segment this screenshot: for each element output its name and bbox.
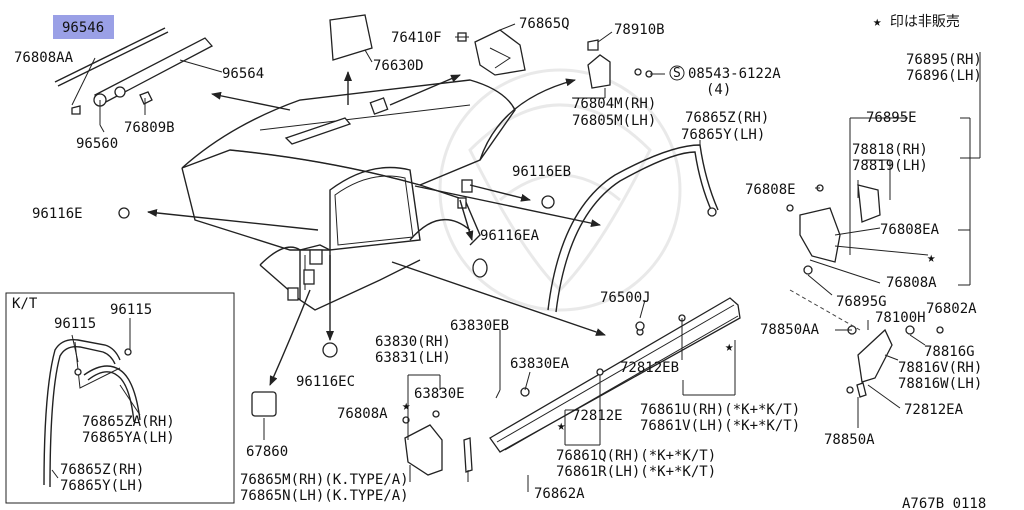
label-96564[interactable]: 96564: [222, 66, 264, 82]
label-76808A-left[interactable]: 76808A: [337, 406, 388, 422]
label-08543-6122A[interactable]: 08543-6122A: [688, 66, 781, 82]
part-96116E-shape: [118, 207, 130, 219]
label-96116EB[interactable]: 96116EB: [512, 164, 571, 180]
label-76861V[interactable]: 76861V(LH)(*K+*K/T): [640, 418, 800, 434]
wiper-assembly: [54, 27, 214, 125]
part-76865Z-arch: [547, 144, 719, 311]
label-63831[interactable]: 63831(LH): [375, 350, 451, 366]
label-96546[interactable]: 96546: [62, 20, 104, 36]
circled-s-icon: [669, 65, 685, 81]
part-96116EC-shape: [322, 342, 338, 358]
label-76865Y-lh-top[interactable]: 76865Y(LH): [681, 127, 765, 143]
label-76865M[interactable]: 76865M(RH)(K.TYPE/A): [240, 472, 409, 488]
label-76865N[interactable]: 76865N(LH)(K.TYPE/A): [240, 488, 409, 504]
label-76808E[interactable]: 76808E: [745, 182, 796, 198]
part-96116EB-shape: [541, 195, 555, 209]
label-78816W[interactable]: 78816W(LH): [898, 376, 982, 392]
label-72812EA[interactable]: 72812EA: [904, 402, 964, 418]
label-78910B[interactable]: 78910B: [614, 22, 665, 38]
part-78816-bracket: [857, 328, 893, 383]
label-78100H[interactable]: 78100H: [875, 310, 926, 326]
label-76805M[interactable]: 76805M(LH): [572, 113, 656, 129]
star-icon-mudguard: ★: [402, 398, 411, 414]
label-76862A[interactable]: 76862A: [534, 486, 585, 502]
label-76802A[interactable]: 76802A: [926, 301, 977, 317]
drawing-code: A767B 0118: [902, 496, 986, 510]
label-76808EA[interactable]: 76808EA: [880, 222, 940, 238]
part-76804M-shape: [587, 54, 611, 89]
kt-inset: [5, 292, 235, 504]
label-63830E[interactable]: 63830E: [414, 386, 465, 402]
label-76895[interactable]: 76895(RH): [906, 52, 982, 68]
watermark-emblem: [438, 68, 682, 312]
part-67860-shape: [251, 391, 277, 417]
label-76865Q[interactable]: 76865Q: [519, 16, 570, 32]
label-72812E[interactable]: 72812E: [572, 408, 623, 424]
label-76895E[interactable]: 76895E: [866, 110, 917, 126]
label-76865ZA[interactable]: 76865ZA(RH): [82, 414, 175, 430]
label-96116EA[interactable]: 96116EA: [480, 228, 540, 244]
leader-arrows: [147, 71, 606, 386]
label-78819[interactable]: 78819(LH): [852, 158, 928, 174]
star-icon-right: ★: [927, 250, 936, 266]
label-63830EA[interactable]: 63830EA: [510, 356, 570, 372]
label-76861U[interactable]: 76861U(RH)(*K+*K/T): [640, 402, 800, 418]
car-body: [181, 79, 516, 311]
label-78850A[interactable]: 78850A: [824, 432, 875, 448]
legend-text: ★ 印は非販売: [873, 14, 960, 30]
highlight-box: [53, 15, 114, 39]
part-96116EA-shape: [472, 258, 488, 278]
part-76895-mudguard: [799, 207, 841, 263]
label-96116E[interactable]: 96116E: [32, 206, 83, 222]
label-72812EB[interactable]: 72812EB: [620, 360, 679, 376]
label-76500J[interactable]: 76500J: [600, 290, 651, 306]
label-76808A-right[interactable]: 76808A: [886, 275, 937, 291]
label-76865Z-rh-top[interactable]: 76865Z(RH): [685, 110, 769, 126]
label-96115-a[interactable]: 96115: [54, 316, 96, 332]
part-76630D-shape: [329, 14, 373, 61]
label-78850AA[interactable]: 78850AA: [760, 322, 820, 338]
label-78818[interactable]: 78818(RH): [852, 142, 928, 158]
part-76861-sill: [489, 297, 741, 453]
label-63830EB[interactable]: 63830EB: [450, 318, 509, 334]
label-76808AA[interactable]: 76808AA: [14, 50, 74, 66]
label-63830[interactable]: 63830(RH): [375, 334, 451, 350]
label-76809B[interactable]: 76809B: [124, 120, 175, 136]
label-08543-qty: (4): [706, 82, 731, 98]
label-76630D[interactable]: 76630D: [373, 58, 424, 74]
star-icon-sill: ★: [725, 339, 734, 355]
label-78816V[interactable]: 78816V(RH): [898, 360, 982, 376]
label-76861R[interactable]: 76861R(LH)(*K+*K/T): [556, 464, 716, 480]
label-67860[interactable]: 67860: [246, 444, 288, 460]
label-76865Z-rh-kt[interactable]: 76865Z(RH): [60, 462, 144, 478]
label-96560[interactable]: 96560: [76, 136, 118, 152]
label-76865Y-lh-kt[interactable]: 76865Y(LH): [60, 478, 144, 494]
label-76895G[interactable]: 76895G: [836, 294, 887, 310]
kt-box-title: K/T: [12, 296, 38, 312]
label-76804M[interactable]: 76804M(RH): [572, 96, 656, 112]
leader-lines: [71, 23, 981, 492]
star-icon-72812E: ★: [557, 418, 566, 434]
part-63830-mudguard: [404, 424, 443, 476]
label-96116EC[interactable]: 96116EC: [296, 374, 355, 390]
label-76861Q[interactable]: 76861Q(RH)(*K+*K/T): [556, 448, 716, 464]
label-76410F[interactable]: 76410F: [391, 30, 442, 46]
circled-s-letter: S: [673, 66, 681, 81]
label-96115-b[interactable]: 96115: [110, 302, 152, 318]
label-76896[interactable]: 76896(LH): [906, 68, 982, 84]
label-76865YA[interactable]: 76865YA(LH): [82, 430, 175, 446]
label-78816G[interactable]: 78816G: [924, 344, 975, 360]
